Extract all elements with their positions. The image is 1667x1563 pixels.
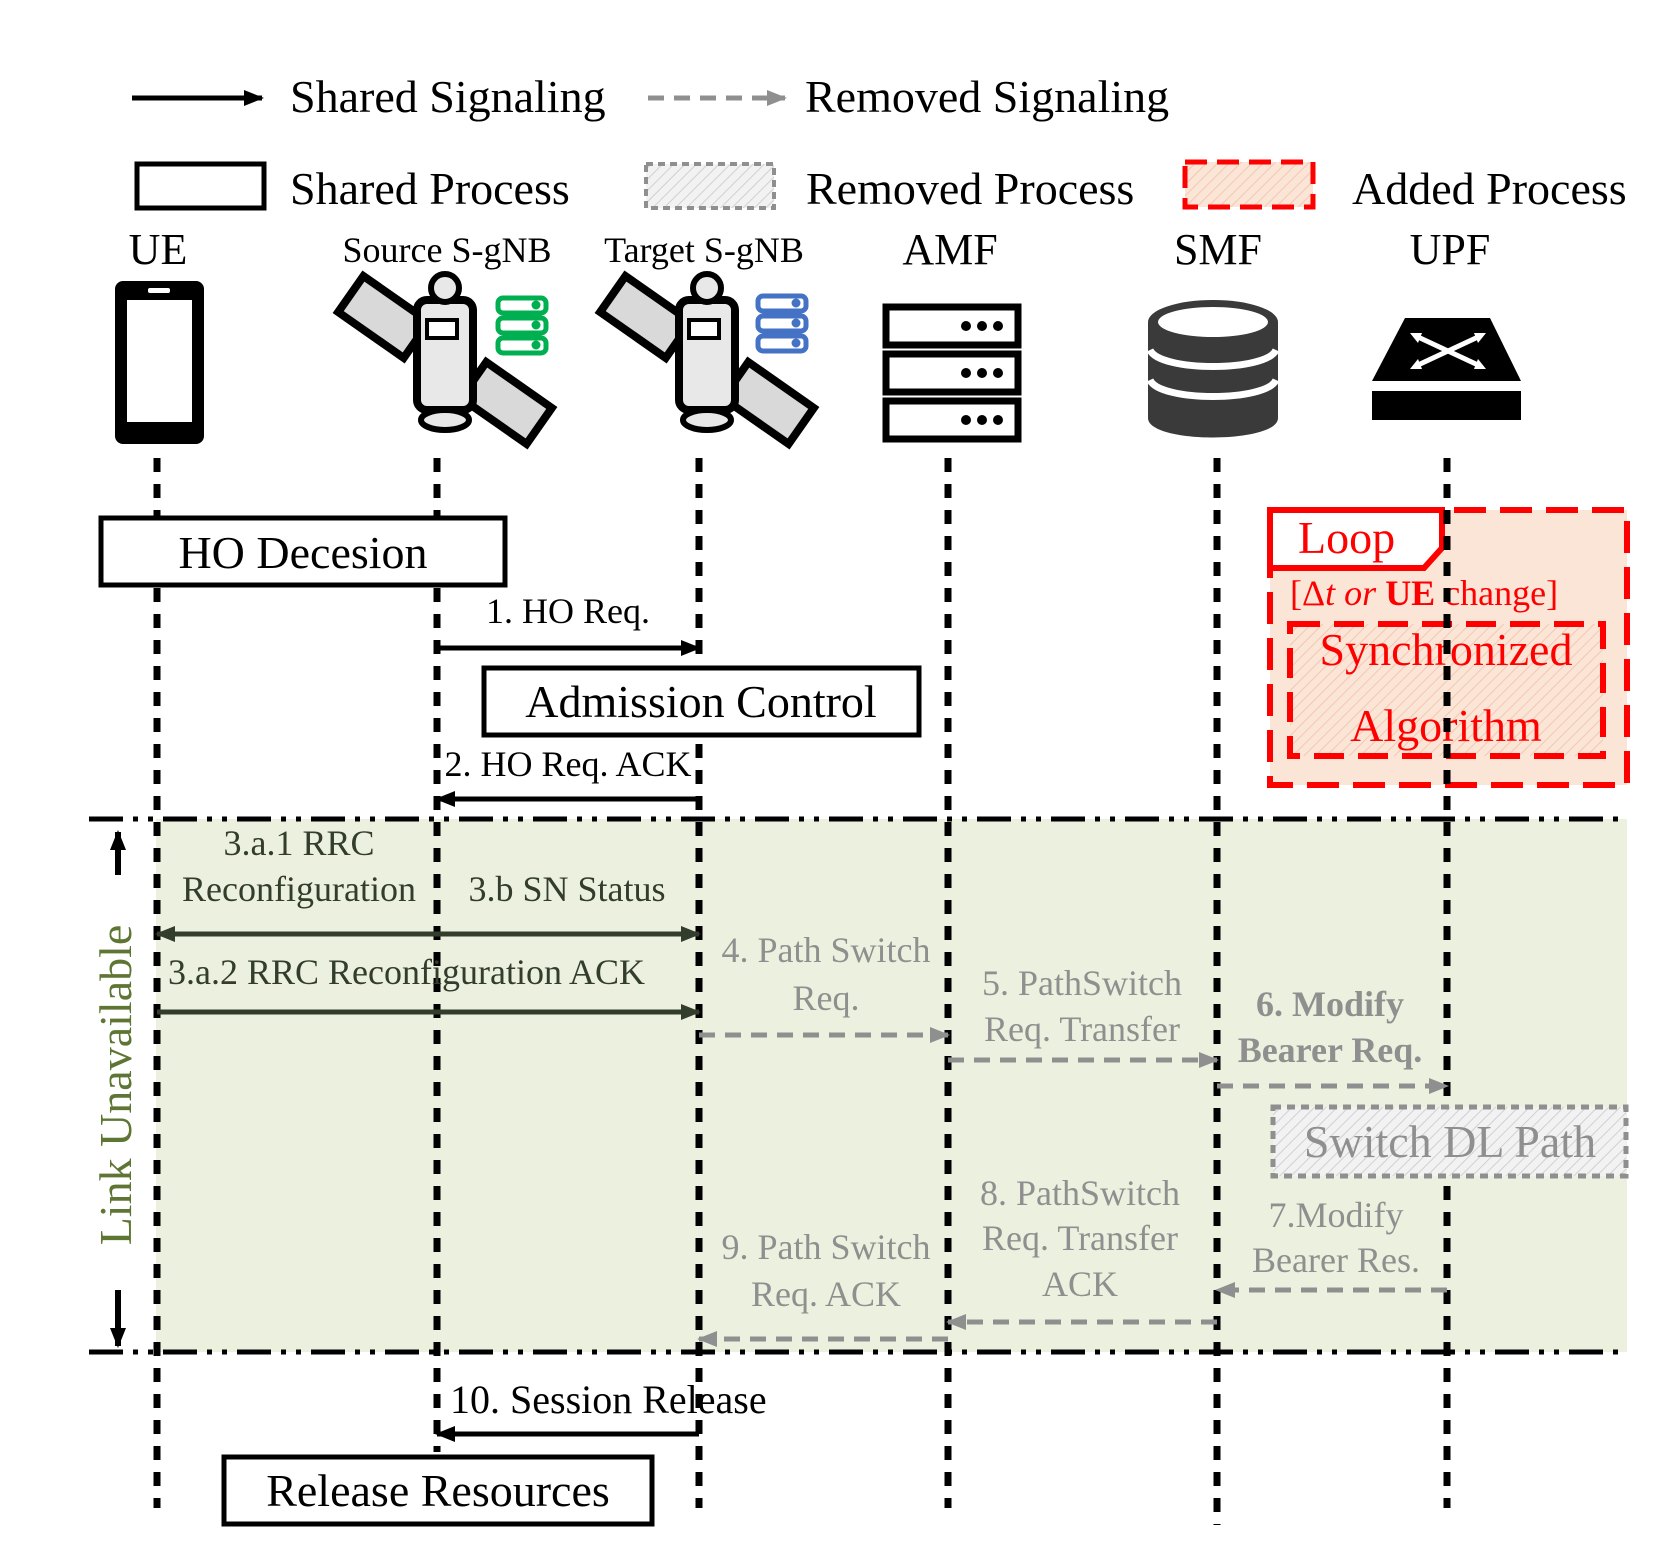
msg1-label: 1. HO Req.: [486, 591, 650, 631]
msg5-label-line2: Req. Transfer: [984, 1009, 1180, 1049]
msg4-label-line1: 4. Path Switch: [721, 930, 930, 970]
admission-control-process: Admission Control: [481, 665, 922, 738]
source-satellite-icon: [332, 270, 558, 450]
msg7-label-line2: Bearer Res.: [1252, 1240, 1420, 1280]
entity-amf-label: AMF: [902, 225, 997, 274]
switch-dl-path-label: Switch DL Path: [1304, 1116, 1596, 1167]
smf-database-icon: [1146, 300, 1280, 438]
legend-shared-signaling-label: Shared Signaling: [290, 71, 606, 122]
entity-target-label: Target S-gNB: [604, 230, 804, 270]
legend-added-process-label: Added Process: [1352, 163, 1627, 214]
msg4-label-line2: Req.: [793, 978, 860, 1018]
legend: Shared Signaling Removed Signaling Share…: [132, 71, 1627, 214]
release-resources-label: Release Resources: [266, 1465, 610, 1516]
legend-shared-process-box: [134, 161, 267, 211]
release-resources-process: Release Resources: [221, 1454, 655, 1527]
source-server-icon: [495, 295, 549, 356]
legend-added-process-box: [1182, 159, 1316, 210]
upf-switch-icon: [1372, 318, 1521, 420]
switch-dl-path-process: Switch DL Path: [1270, 1104, 1629, 1179]
link-unavailable-label: Link Unavailable: [90, 925, 141, 1246]
amf-server-icon: [882, 303, 1022, 443]
msg9-label-line2: Req. ACK: [751, 1274, 901, 1314]
ho-decision-process: HO Decesion: [98, 515, 508, 588]
msg3b-label: 3.b SN Status: [468, 869, 665, 909]
legend-removed-process-label: Removed Process: [806, 163, 1134, 214]
msg3a2-label: 3.a.2 RRC Reconfiguration ACK: [168, 952, 645, 992]
admission-control-label: Admission Control: [525, 676, 876, 727]
msg5-label-line1: 5. PathSwitch: [982, 963, 1182, 1003]
msg7-label-line1: 7.Modify: [1269, 1195, 1404, 1235]
msg9-label-line1: 9. Path Switch: [721, 1227, 930, 1267]
msg3a1-label-line1: 3.a.1 RRC: [223, 823, 374, 863]
entity-source-label: Source S-gNB: [343, 230, 552, 270]
legend-removed-signaling-label: Removed Signaling: [805, 71, 1169, 122]
smartphone-icon: [115, 281, 204, 444]
msg6-label-line1: 6. Modify: [1256, 984, 1404, 1024]
entity-labels: UE Source S-gNB Target S-gNB AMF SMF UPF: [129, 225, 1491, 274]
msg2-label: 2. HO Req. ACK: [444, 744, 691, 784]
loop-label: Loop: [1298, 512, 1395, 563]
lifelines: [153, 458, 1451, 1525]
ho-decision-label: HO Decesion: [178, 527, 427, 578]
legend-removed-process-box: [644, 162, 776, 210]
loop-label-tab: [1267, 507, 1445, 571]
entity-smf-label: SMF: [1174, 225, 1262, 274]
entity-upf-label: UPF: [1410, 225, 1491, 274]
msg8-label-line3: ACK: [1042, 1264, 1118, 1304]
msg10-label: 10. Session Release: [450, 1377, 767, 1422]
msg8-label-line1: 8. PathSwitch: [980, 1173, 1180, 1213]
target-satellite-icon: [594, 270, 820, 450]
target-server-icon: [755, 293, 809, 354]
msg6-label-line2: Bearer Req.: [1238, 1030, 1423, 1070]
entity-ue-label: UE: [129, 225, 188, 274]
msg8-label-line2: Req. Transfer: [982, 1218, 1178, 1258]
msg3a1-label-line2: Reconfiguration: [182, 869, 416, 909]
legend-shared-process-label: Shared Process: [290, 163, 570, 214]
